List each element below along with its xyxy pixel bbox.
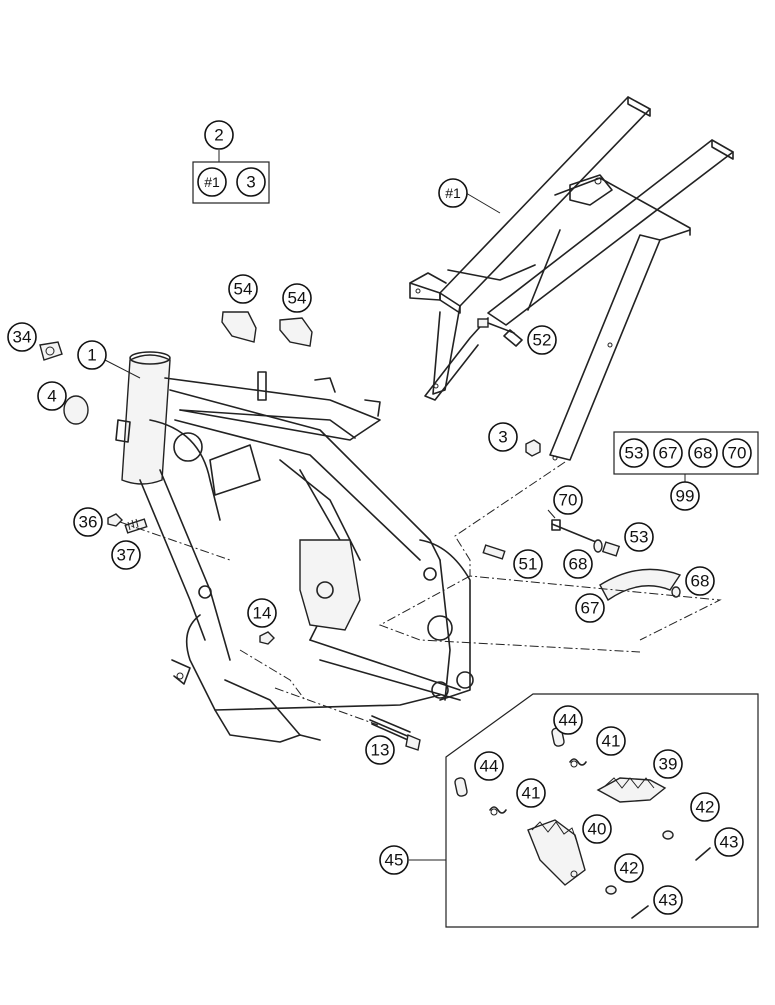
callout-70-kit: 70 xyxy=(722,438,752,468)
callout-2: 2 xyxy=(204,120,234,150)
svg-text:44: 44 xyxy=(559,711,578,730)
callout-43-bottom: 43 xyxy=(653,885,683,915)
callout-52: 52 xyxy=(527,325,557,355)
callout-68-top: 68 xyxy=(563,549,593,579)
svg-text:40: 40 xyxy=(588,820,607,839)
svg-text:34: 34 xyxy=(13,328,32,347)
callout-68-bottom: 68 xyxy=(685,566,715,596)
part-4-cap xyxy=(63,395,89,425)
svg-text:52: 52 xyxy=(533,331,552,350)
bolt-52 xyxy=(477,318,523,347)
callout-99: 99 xyxy=(670,481,700,511)
svg-text:37: 37 xyxy=(117,546,136,565)
callout-37: 37 xyxy=(111,540,141,570)
svg-text:68: 68 xyxy=(569,555,588,574)
svg-text:3: 3 xyxy=(498,428,507,447)
callout-67: 67 xyxy=(575,593,605,623)
callout-3-kit: 3 xyxy=(236,167,266,197)
svg-text:99: 99 xyxy=(676,487,695,506)
svg-text:68: 68 xyxy=(691,572,710,591)
part-14-nut xyxy=(259,631,275,645)
svg-text:70: 70 xyxy=(728,444,747,463)
svg-text:53: 53 xyxy=(625,444,644,463)
callout-13: 13 xyxy=(365,735,395,765)
callout-39: 39 xyxy=(653,749,683,779)
footpeg-parts xyxy=(454,727,711,919)
svg-text:2: 2 xyxy=(214,126,223,145)
svg-text:36: 36 xyxy=(79,513,98,532)
svg-text:51: 51 xyxy=(519,555,538,574)
callout-#1-kit: #1 xyxy=(197,167,227,197)
callout-45: 45 xyxy=(379,845,409,875)
svg-text:43: 43 xyxy=(659,891,678,910)
callout-14: 14 xyxy=(247,598,277,628)
callout-34: 34 xyxy=(7,322,37,352)
bolt-13 xyxy=(369,715,421,751)
part-54-left xyxy=(221,311,257,343)
callout-1: 1 xyxy=(77,340,107,370)
callout-41-top: 41 xyxy=(596,726,626,756)
svg-text:14: 14 xyxy=(253,604,272,623)
callout-44-bottom: 44 xyxy=(474,751,504,781)
footpeg-group-box xyxy=(445,693,759,928)
svg-text:54: 54 xyxy=(234,280,253,299)
svg-text:67: 67 xyxy=(659,444,678,463)
callout-53-kit: 53 xyxy=(619,438,649,468)
svg-text:41: 41 xyxy=(602,732,621,751)
svg-text:45: 45 xyxy=(385,851,404,870)
svg-text:41: 41 xyxy=(522,784,541,803)
callout-#1-subframe: #1 xyxy=(438,178,468,208)
kit-box-99 xyxy=(613,431,759,475)
callout-36: 36 xyxy=(73,507,103,537)
svg-text:44: 44 xyxy=(480,757,499,776)
svg-text:3: 3 xyxy=(246,173,255,192)
svg-text:54: 54 xyxy=(288,289,307,308)
svg-text:70: 70 xyxy=(559,491,578,510)
part-36-nut xyxy=(107,513,123,527)
svg-text:13: 13 xyxy=(371,741,390,760)
svg-text:68: 68 xyxy=(694,444,713,463)
callout-70: 70 xyxy=(553,485,583,515)
svg-text:1: 1 xyxy=(87,346,96,365)
svg-text:53: 53 xyxy=(630,528,649,547)
callout-54-right: 54 xyxy=(282,283,312,313)
nut-3 xyxy=(525,439,541,457)
side-stand-parts xyxy=(551,519,682,602)
part-34-clip xyxy=(39,341,63,361)
callout-51: 51 xyxy=(513,549,543,579)
part-54-right xyxy=(279,317,313,347)
callout-67-kit: 67 xyxy=(653,438,683,468)
svg-text:43: 43 xyxy=(720,833,739,852)
callout-42-top: 42 xyxy=(690,792,720,822)
callout-53: 53 xyxy=(624,522,654,552)
callout-43-top: 43 xyxy=(714,827,744,857)
subframe xyxy=(409,96,734,461)
callout-41-bottom: 41 xyxy=(516,778,546,808)
svg-text:67: 67 xyxy=(581,599,600,618)
svg-text:4: 4 xyxy=(47,387,56,406)
bolt-51 xyxy=(482,544,506,560)
callout-40: 40 xyxy=(582,814,612,844)
svg-text:39: 39 xyxy=(659,755,678,774)
callout-68-kit: 68 xyxy=(688,438,718,468)
svg-text:#1: #1 xyxy=(204,174,220,190)
main-frame xyxy=(115,351,474,743)
part-37-screw xyxy=(124,518,148,534)
kit-box-2 xyxy=(192,161,270,204)
callout-54-left: 54 xyxy=(228,274,258,304)
svg-text:#1: #1 xyxy=(445,185,461,201)
callout-4: 4 xyxy=(37,381,67,411)
svg-text:42: 42 xyxy=(696,798,715,817)
callout-3-nut: 3 xyxy=(488,422,518,452)
callout-44-top: 44 xyxy=(553,705,583,735)
callout-42-bottom: 42 xyxy=(614,853,644,883)
svg-text:42: 42 xyxy=(620,859,639,878)
